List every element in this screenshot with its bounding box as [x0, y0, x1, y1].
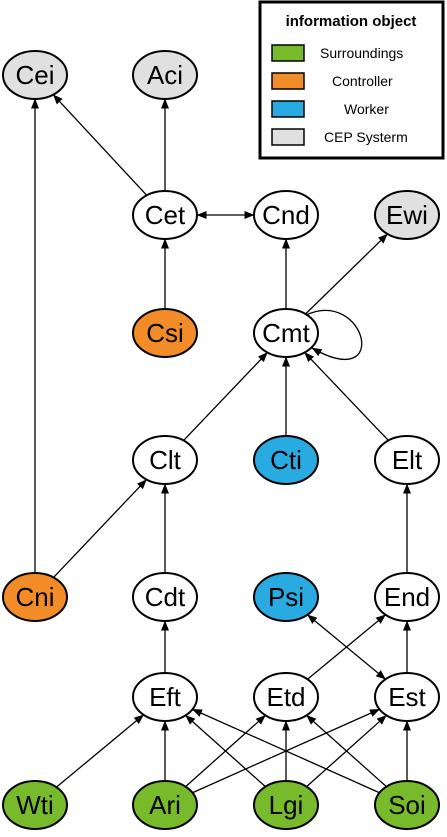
node-cet: Cet: [132, 190, 198, 240]
node-aci-label: Aci: [147, 60, 183, 90]
node-clt-label: Clt: [149, 445, 182, 475]
edge-ari-to-est: [192, 708, 380, 794]
node-cmt-ellipse: [253, 308, 319, 358]
node-soi: Soi: [374, 780, 440, 830]
node-cni: Cni: [2, 572, 68, 622]
node-est-ellipse: [374, 672, 440, 722]
node-end-ellipse: [374, 572, 440, 622]
edge-ari-to-etd: [185, 714, 266, 788]
node-ewi-label: Ewi: [386, 200, 428, 230]
node-psi: Psi: [253, 572, 319, 622]
legend-swatch-surroundings: [271, 44, 305, 62]
edge-cmt-self-loop: [305, 309, 363, 361]
node-ari-label: Ari: [149, 790, 181, 820]
node-csi-ellipse: [132, 308, 198, 358]
node-ari-ellipse: [132, 780, 198, 830]
node-cei: Cei: [2, 50, 68, 100]
edge-clt-to-cmt: [183, 352, 268, 441]
edge-cni-to-clt: [53, 479, 147, 578]
legend-swatch-controller: [271, 72, 305, 90]
node-ewi-ellipse: [374, 190, 440, 240]
edge-wti-to-eft: [56, 714, 144, 788]
node-est-label: Est: [388, 682, 426, 712]
edge-cet-to-cei: [52, 94, 148, 196]
node-cei-label: Cei: [15, 60, 54, 90]
node-eft: Eft: [132, 672, 198, 722]
node-cet-label: Cet: [145, 200, 186, 230]
node-cnd-label: Cnd: [262, 200, 310, 230]
edge-cmt-to-ewi: [305, 233, 388, 315]
legend-label-worker: Worker: [344, 101, 389, 117]
node-aci-ellipse: [132, 50, 198, 100]
node-lgi-ellipse: [253, 780, 319, 830]
node-wti-label: Wti: [16, 790, 54, 820]
node-cti-ellipse: [253, 435, 319, 485]
legend-label-surroundings: Surroundings: [320, 45, 403, 61]
node-cdt: Cdt: [132, 572, 198, 622]
legend-label-cep: CEP Systerm: [324, 129, 408, 145]
node-end: End: [374, 572, 440, 622]
node-etd: Etd: [253, 672, 319, 722]
node-psi-ellipse: [253, 572, 319, 622]
edge-lgi-to-est: [306, 714, 387, 788]
node-csi-label: Csi: [146, 318, 184, 348]
node-cet-ellipse: [132, 190, 198, 240]
node-cni-ellipse: [2, 572, 68, 622]
node-cmt-label: Cmt: [262, 318, 310, 348]
node-cdt-ellipse: [132, 572, 198, 622]
legend-title: information object: [286, 13, 417, 30]
node-cnd-ellipse: [253, 190, 319, 240]
legend-swatch-cep: [271, 128, 305, 146]
legend-label-controller: Controller: [332, 73, 393, 89]
node-ari: Ari: [132, 780, 198, 830]
node-cdt-label: Cdt: [145, 582, 186, 612]
edge-psi-to-est: [307, 614, 386, 680]
node-eft-label: Eft: [149, 682, 182, 712]
node-csi: Csi: [132, 308, 198, 358]
node-elt: Elt: [374, 435, 440, 485]
node-elt-label: Elt: [392, 445, 423, 475]
node-eft-ellipse: [132, 672, 198, 722]
node-soi-label: Soi: [388, 790, 426, 820]
node-cmt: Cmt: [253, 308, 319, 358]
node-end-label: End: [384, 582, 430, 612]
node-est: Est: [374, 672, 440, 722]
node-cni-label: Cni: [15, 582, 54, 612]
edges-layer: [31, 94, 411, 794]
legend-swatch-worker: [271, 100, 305, 118]
node-wti-ellipse: [2, 780, 68, 830]
node-cti-label: Cti: [270, 445, 302, 475]
node-cti: Cti: [253, 435, 319, 485]
node-cei-ellipse: [2, 50, 68, 100]
legend: information object Surroundings Controll…: [258, 0, 445, 160]
edge-elt-to-cmt: [304, 352, 389, 441]
node-lgi: Lgi: [253, 780, 319, 830]
node-psi-label: Psi: [268, 582, 304, 612]
node-etd-label: Etd: [266, 682, 305, 712]
node-soi-ellipse: [374, 780, 440, 830]
node-lgi-label: Lgi: [269, 790, 304, 820]
node-wti: Wti: [2, 780, 68, 830]
node-cnd: Cnd: [253, 190, 319, 240]
node-clt-ellipse: [132, 435, 198, 485]
node-clt: Clt: [132, 435, 198, 485]
node-elt-ellipse: [374, 435, 440, 485]
node-ewi: Ewi: [374, 190, 440, 240]
node-aci: Aci: [132, 50, 198, 100]
node-etd-ellipse: [253, 672, 319, 722]
